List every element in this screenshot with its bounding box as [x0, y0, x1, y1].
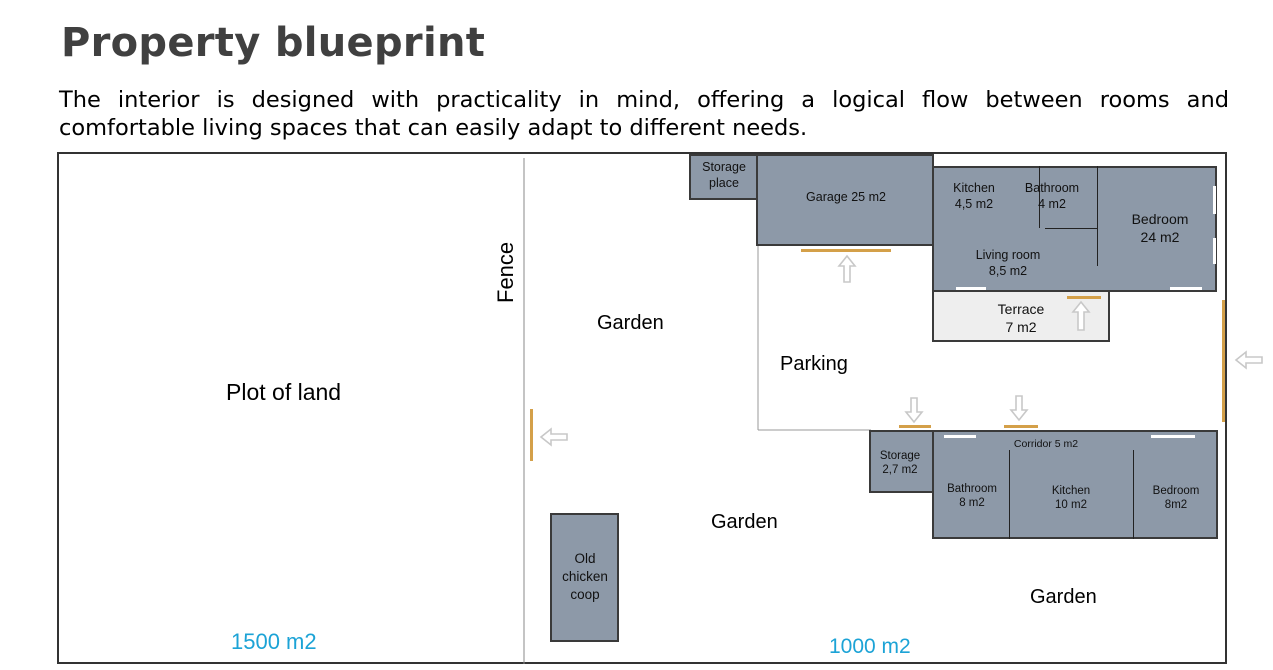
- plot-of-land-label: Plot of land: [226, 379, 342, 405]
- bedroom-lower-label: Bedroom 8m2: [1153, 484, 1200, 512]
- storage-place-line2: place: [709, 176, 739, 190]
- wall-kitchen-bathroom: [1039, 166, 1040, 228]
- bathroom-upper-area: 4 m2: [1038, 197, 1066, 211]
- arrow-left-fence-icon: [539, 427, 568, 447]
- arrow-down-storage-icon: [904, 397, 924, 424]
- storage-lower-label: Storage 2,7 m2: [880, 449, 920, 477]
- arrow-left-main-gate-icon: [1234, 350, 1263, 370]
- parking-label: Parking: [780, 353, 848, 375]
- terrace-area: 7 m2: [1005, 319, 1037, 335]
- arrow-up-garage-icon: [837, 254, 857, 283]
- bathroom-lower-area: 8 m2: [959, 497, 985, 509]
- garage-room: [756, 154, 934, 246]
- kitchen-lower-name: Kitchen: [1051, 485, 1091, 497]
- arrow-up-terrace-icon: [1071, 300, 1091, 331]
- window-corridor-right: [1151, 435, 1195, 438]
- kitchen-upper-label: Kitchen 4,5 m2: [953, 180, 995, 212]
- window-bedroom-right-2: [1213, 238, 1216, 264]
- window-bedroom-bottom: [1170, 287, 1202, 290]
- page-description: The interior is designed with practicali…: [59, 87, 1229, 141]
- living-room-label: Living room 8,5 m2: [976, 247, 1041, 279]
- storage-lower-area: 2,7 m2: [882, 464, 918, 476]
- garage-door: [801, 249, 891, 252]
- kitchen-lower-area: 10 m2: [1055, 499, 1087, 511]
- living-room-area: 8,5 m2: [988, 264, 1028, 278]
- terrace-door: [1067, 296, 1101, 299]
- bathroom-lower-label: Bathroom 8 m2: [947, 482, 997, 510]
- garden-label-bottom: Garden: [1030, 586, 1097, 608]
- wall-bathroom-kitchen-lower: [1009, 450, 1010, 539]
- kitchen-upper-name: Kitchen: [953, 181, 995, 195]
- chicken-coop-line1: Old: [574, 551, 596, 566]
- house-lower-door: [1004, 425, 1038, 428]
- fence-gate: [530, 409, 533, 461]
- main-gate: [1222, 300, 1225, 422]
- window-corridor-left: [944, 435, 976, 438]
- property-area-label: 1000 m2: [829, 635, 911, 658]
- bedroom-lower-area: 8m2: [1164, 499, 1188, 511]
- bedroom-upper-label: Bedroom 24 m2: [1132, 210, 1189, 246]
- fence-label: Fence: [493, 241, 518, 303]
- storage-place-label: Storage place: [702, 159, 746, 191]
- garage-label: Garage 25 m2: [806, 190, 886, 204]
- garden-label-middle: Garden: [711, 511, 778, 533]
- corridor-label: Corridor 5 m2: [1013, 438, 1079, 450]
- wall-bathroom-bottom: [1045, 228, 1097, 229]
- living-room-name: Living room: [975, 248, 1041, 262]
- storage-place-line1: Storage: [702, 160, 746, 174]
- plot-area-label: 1500 m2: [231, 629, 317, 654]
- upper-house-block: [932, 166, 1217, 292]
- plan-lines-svg: [523, 158, 871, 664]
- floor-plan: Plot of land 1500 m2 Fence Garden Garden…: [57, 152, 1227, 664]
- bathroom-lower-name: Bathroom: [947, 483, 997, 495]
- bedroom-upper-area: 24 m2: [1140, 229, 1180, 245]
- arrow-down-house-icon: [1009, 395, 1029, 422]
- kitchen-lower-label: Kitchen 10 m2: [1052, 484, 1090, 512]
- fence-label-wrap: Fence: [492, 242, 522, 303]
- chicken-coop: [550, 513, 619, 642]
- storage-door: [899, 425, 931, 428]
- chicken-coop-line2: chicken: [562, 569, 608, 584]
- terrace-name: Terrace: [997, 301, 1045, 317]
- wall-bathroom-bedroom: [1097, 166, 1098, 266]
- bathroom-upper-label: Bathroom 4 m2: [1025, 180, 1079, 212]
- window-living-bottom: [956, 287, 986, 290]
- storage-place-room: [689, 154, 758, 200]
- terrace-label: Terrace 7 m2: [998, 300, 1045, 336]
- bathroom-upper-name: Bathroom: [1024, 181, 1080, 195]
- chicken-coop-line3: coop: [570, 587, 600, 602]
- window-bedroom-right-1: [1213, 186, 1216, 214]
- bedroom-lower-name: Bedroom: [1152, 485, 1200, 497]
- storage-lower-name: Storage: [879, 450, 921, 462]
- page-title: Property blueprint: [61, 20, 486, 66]
- wall-kitchen-bedroom-lower: [1133, 450, 1134, 539]
- lower-house-block: [932, 430, 1218, 539]
- chicken-coop-label: Old chicken coop: [562, 550, 608, 604]
- bedroom-upper-name: Bedroom: [1131, 211, 1189, 227]
- kitchen-upper-area: 4,5 m2: [954, 197, 994, 211]
- garden-label-top: Garden: [597, 312, 664, 334]
